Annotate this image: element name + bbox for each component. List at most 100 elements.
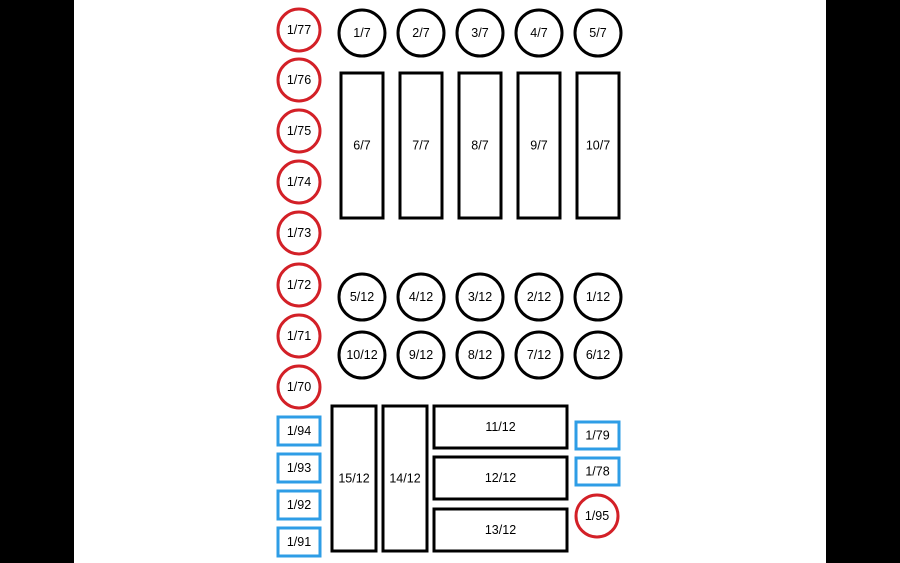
tall-rect-table-shape — [516, 71, 562, 220]
red-circle-seat-shape — [276, 159, 322, 205]
blue-square-seat-shape — [276, 452, 322, 484]
blue-square-seat[interactable]: 1/79 — [574, 420, 621, 451]
element-label: 9/7 — [530, 139, 547, 153]
element-label: 1/93 — [287, 461, 311, 475]
bottom-tall-table[interactable]: 15/12 — [330, 404, 378, 553]
black-circle-seat-shape — [573, 8, 623, 58]
black-circle-seat-shape — [514, 8, 564, 58]
element-label: 1/76 — [287, 73, 311, 87]
red-circle-seat[interactable]: 1/74 — [276, 159, 322, 205]
element-label: 7/7 — [412, 139, 429, 153]
black-circle-seat-shape — [514, 330, 564, 380]
black-circle-seat[interactable]: 5/7 — [573, 8, 623, 58]
element-label: 1/94 — [287, 424, 311, 438]
black-circle-seat[interactable]: 8/12 — [455, 330, 505, 380]
bottom-wide-table[interactable]: 13/12 — [432, 507, 569, 553]
red-circle-seat-shape — [276, 364, 322, 410]
element-label: 1/7 — [353, 26, 370, 40]
blue-square-seat-shape — [574, 456, 621, 487]
element-label: 1/70 — [287, 380, 311, 394]
red-circle-seat-shape — [276, 313, 322, 359]
red-circle-seat-shape — [276, 57, 322, 103]
red-circle-seat[interactable]: 1/71 — [276, 313, 322, 359]
blue-square-seat-shape — [276, 489, 322, 521]
black-circle-seat[interactable]: 3/7 — [455, 8, 505, 58]
element-label: 2/12 — [527, 290, 551, 304]
blue-square-seat[interactable]: 1/94 — [276, 415, 322, 447]
red-circle-seat[interactable]: 1/70 — [276, 364, 322, 410]
black-circle-seat[interactable]: 6/12 — [573, 330, 623, 380]
black-circle-seat-shape — [455, 330, 505, 380]
blue-square-seat-shape — [574, 420, 621, 451]
bottom-wide-table[interactable]: 12/12 — [432, 455, 569, 501]
bottom-wide-table-shape — [432, 404, 569, 450]
bottom-wide-table-shape — [432, 507, 569, 553]
red-circle-seat[interactable]: 1/76 — [276, 57, 322, 103]
black-circle-seat[interactable]: 1/7 — [337, 8, 387, 58]
tall-rect-table[interactable]: 9/7 — [516, 71, 562, 220]
black-circle-seat[interactable]: 10/12 — [337, 330, 387, 380]
blue-square-seat[interactable]: 1/78 — [574, 456, 621, 487]
red-circle-seat[interactable]: 1/73 — [276, 210, 322, 256]
element-label: 1/79 — [585, 429, 609, 443]
element-label: 1/77 — [287, 23, 311, 37]
red-circle-seat-shape — [276, 210, 322, 256]
element-label: 5/12 — [350, 290, 374, 304]
red-circle-seat[interactable]: 1/77 — [276, 7, 322, 53]
element-label: 14/12 — [389, 472, 420, 486]
black-circle-seat[interactable]: 4/12 — [396, 272, 446, 322]
element-label: 10/7 — [586, 139, 610, 153]
blue-square-seat[interactable]: 1/93 — [276, 452, 322, 484]
tall-rect-table[interactable]: 6/7 — [339, 71, 385, 220]
red-circle-seat[interactable]: 1/75 — [276, 108, 322, 154]
element-label: 1/95 — [585, 509, 609, 523]
red-circle-seat-shape — [276, 262, 322, 308]
tall-rect-table[interactable]: 10/7 — [575, 71, 621, 220]
element-label: 1/78 — [585, 465, 609, 479]
blue-square-seat[interactable]: 1/92 — [276, 489, 322, 521]
black-circle-seat-shape — [573, 330, 623, 380]
tall-rect-table[interactable]: 7/7 — [398, 71, 444, 220]
bottom-tall-table-shape — [330, 404, 378, 553]
black-circle-seat[interactable]: 4/7 — [514, 8, 564, 58]
tall-rect-table-shape — [575, 71, 621, 220]
black-circle-seat-shape — [337, 330, 387, 380]
bottom-tall-table-shape — [381, 404, 429, 553]
bottom-wide-table-shape — [432, 455, 569, 501]
element-label: 6/7 — [353, 139, 370, 153]
black-circle-seat[interactable]: 2/12 — [514, 272, 564, 322]
element-label: 1/72 — [287, 278, 311, 292]
black-circle-seat[interactable]: 3/12 — [455, 272, 505, 322]
element-label: 9/12 — [409, 348, 433, 362]
red-circle-seat[interactable]: 1/72 — [276, 262, 322, 308]
red-circle-seat[interactable]: 1/95 — [574, 493, 620, 539]
element-label: 3/7 — [471, 26, 488, 40]
black-circle-seat-shape — [396, 8, 446, 58]
black-circle-seat-shape — [337, 272, 387, 322]
red-circle-seat-shape — [574, 493, 620, 539]
blue-square-seat[interactable]: 1/91 — [276, 526, 322, 558]
element-label: 1/73 — [287, 226, 311, 240]
black-circle-seat[interactable]: 2/7 — [396, 8, 446, 58]
black-circle-seat[interactable]: 5/12 — [337, 272, 387, 322]
black-circle-seat-shape — [396, 272, 446, 322]
element-label: 2/7 — [412, 26, 429, 40]
red-circle-seat-shape — [276, 7, 322, 53]
element-label: 1/12 — [586, 290, 610, 304]
black-circle-seat-shape — [455, 272, 505, 322]
element-label: 13/12 — [485, 523, 516, 537]
black-circle-seat[interactable]: 7/12 — [514, 330, 564, 380]
black-circle-seat-shape — [337, 8, 387, 58]
bottom-tall-table[interactable]: 14/12 — [381, 404, 429, 553]
black-circle-seat[interactable]: 9/12 — [396, 330, 446, 380]
element-label: 1/91 — [287, 535, 311, 549]
element-label: 5/7 — [589, 26, 606, 40]
tall-rect-table[interactable]: 8/7 — [457, 71, 503, 220]
black-circle-seat-shape — [455, 8, 505, 58]
bottom-wide-table[interactable]: 11/12 — [432, 404, 569, 450]
element-label: 1/92 — [287, 498, 311, 512]
element-label: 8/7 — [471, 139, 488, 153]
element-label: 12/12 — [485, 471, 516, 485]
element-label: 7/12 — [527, 348, 551, 362]
black-circle-seat[interactable]: 1/12 — [573, 272, 623, 322]
